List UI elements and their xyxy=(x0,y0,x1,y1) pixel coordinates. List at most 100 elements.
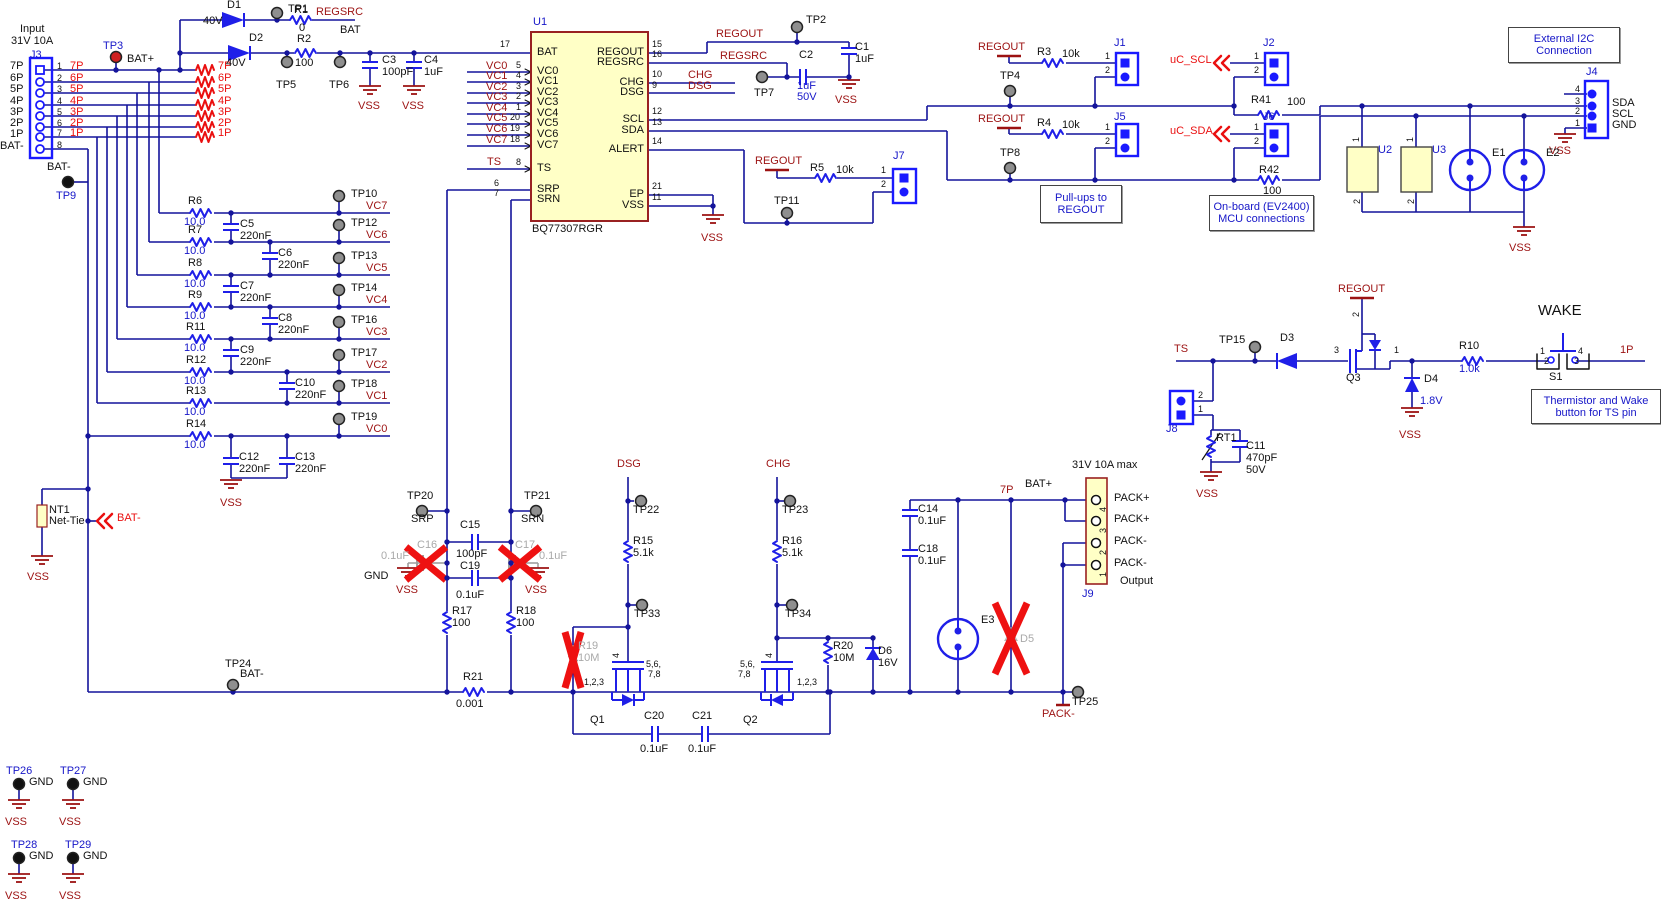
j4-ref: J4 xyxy=(1586,66,1598,78)
tp33-ref: TP33 xyxy=(634,608,661,620)
resistor-symbol xyxy=(462,687,485,697)
j9-pack3: PACK- xyxy=(1114,535,1147,547)
junction-dot xyxy=(284,433,290,439)
diode-symbol xyxy=(222,12,244,28)
c12-val: 220nF xyxy=(239,463,271,475)
junction-dot xyxy=(625,602,631,608)
j8-p1: 1 xyxy=(1198,404,1204,414)
tp25-ref: TP25 xyxy=(1072,696,1099,708)
c7-ref: C7 xyxy=(240,280,255,292)
s1-p4: 4 xyxy=(1578,346,1584,356)
offpage-chevron-icon xyxy=(95,512,106,530)
j9-p4: 4 xyxy=(1098,506,1108,512)
s1-p3: 3 xyxy=(1574,356,1580,366)
vss-c16: VSS xyxy=(396,584,419,596)
u1-pin20: 20 xyxy=(510,112,521,122)
resistor-symbol xyxy=(189,270,212,280)
connector-pad-square xyxy=(1120,58,1130,68)
junction-dot xyxy=(336,304,342,310)
u1-ts: TS xyxy=(537,162,552,174)
c10-val: 220nF xyxy=(295,389,327,401)
junction-dot xyxy=(1092,103,1098,109)
junction-dot xyxy=(784,220,790,226)
u1-regout: REGOUT xyxy=(596,46,644,58)
c19-val: 0.1uF xyxy=(456,589,485,601)
batplus-net-2: BAT+ xyxy=(1025,478,1053,490)
junction-dot xyxy=(1359,103,1365,109)
connector-pad-square xyxy=(899,173,909,183)
ts-net-1: TS xyxy=(487,156,502,168)
u1-vc7: VC7 xyxy=(537,139,559,151)
esd-electrode-dot xyxy=(1466,174,1474,182)
junction-dot xyxy=(508,539,514,545)
junction-dot xyxy=(1467,103,1473,109)
tp27-ref: TP27 xyxy=(60,765,87,777)
dsg-net-1: DSG xyxy=(688,80,712,92)
stack-2p: 2P xyxy=(218,117,232,129)
c2-val: 1uF xyxy=(797,80,816,92)
junction-dot xyxy=(508,575,514,581)
connector-pad-round xyxy=(1587,111,1597,121)
j4-sda: SDA xyxy=(1612,97,1635,109)
r9-ref: R9 xyxy=(188,289,203,301)
r18-val: 100 xyxy=(516,617,535,629)
r2-val: 100 xyxy=(295,57,314,69)
j3-name-6p: 6P xyxy=(10,72,24,84)
j3-net-1p: 1P xyxy=(70,127,84,139)
u1-vc3: VC3 xyxy=(537,96,559,108)
junction-dot xyxy=(337,50,343,56)
s1-p2: 2 xyxy=(1544,356,1550,366)
j3-net-3p: 3P xyxy=(70,106,84,118)
junction-dot xyxy=(177,50,183,56)
testpoint xyxy=(12,851,26,865)
dnp-x-marker xyxy=(497,544,543,583)
u1-pin3: 3 xyxy=(516,81,522,91)
testpoint xyxy=(109,50,123,64)
j4-p2: 2 xyxy=(1575,106,1581,116)
r8-val: 10.0 xyxy=(184,278,206,290)
tp29-ref: TP29 xyxy=(65,839,92,851)
testpoint xyxy=(780,206,794,220)
vc2-lad: VC2 xyxy=(366,359,388,371)
r20-val: 10M xyxy=(833,652,855,664)
resistor-symbol xyxy=(814,173,837,183)
r4-val: 10k xyxy=(1062,119,1080,131)
u1-pin5: 5 xyxy=(516,60,522,70)
testpoint xyxy=(635,598,649,612)
tp2-ref: TP2 xyxy=(806,14,827,26)
junction-dot xyxy=(508,560,514,566)
connector-outline xyxy=(1114,51,1140,87)
connector-pad-square xyxy=(1269,129,1279,139)
vc4-net: VC4 xyxy=(486,102,508,114)
d5-ref: D5 xyxy=(1020,633,1035,645)
connector-pad-square xyxy=(1269,58,1279,68)
r19-val: 10M xyxy=(578,652,600,664)
r4-ref: R4 xyxy=(1037,117,1052,129)
testpoint xyxy=(66,851,80,865)
junction-dot xyxy=(444,560,450,566)
vss-tp27: VSS xyxy=(59,816,82,828)
vss-d4: VSS xyxy=(1399,429,1422,441)
junction-dot xyxy=(336,239,342,245)
r14-ref: R14 xyxy=(186,418,207,430)
u1-srp: SRP xyxy=(537,183,560,195)
offpage-short-symbol xyxy=(195,87,215,99)
j5-ref: J5 xyxy=(1114,111,1126,123)
q3-p1: 1 xyxy=(1394,345,1400,355)
junction-dot xyxy=(267,304,273,310)
j3-name-2p: 2P xyxy=(10,117,24,129)
vc7-net: VC7 xyxy=(486,134,508,146)
junction-dot xyxy=(1252,358,1258,364)
u1-bat: BAT xyxy=(537,46,558,58)
c2-ref: C2 xyxy=(799,49,814,61)
u1-pin2: 2 xyxy=(516,91,522,101)
junction-dot xyxy=(267,336,273,342)
u1-vc0: VC0 xyxy=(537,65,559,77)
d4-ref: D4 xyxy=(1424,373,1439,385)
c16-val: 0.1uF xyxy=(381,550,410,562)
u1-pin6: 6 xyxy=(494,178,500,188)
resistor-symbol xyxy=(1206,435,1216,458)
junction-dot xyxy=(267,272,273,278)
tp26-gnd: GND xyxy=(29,776,54,788)
junction-dot xyxy=(1060,562,1066,568)
